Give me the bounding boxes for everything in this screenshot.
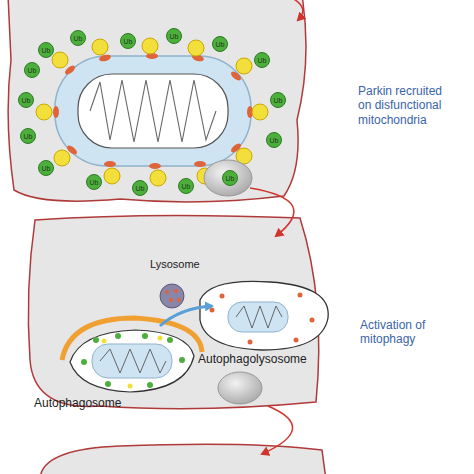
ubiquitin-tag: Ub	[70, 30, 86, 46]
step-label: Activation of mitophagy	[360, 318, 455, 347]
nucleus	[218, 372, 262, 404]
part-label: Autophagolysosome	[198, 352, 328, 366]
cell-outline	[8, 0, 306, 202]
part-label: Lysosome	[150, 258, 230, 271]
ubiquitin-tag: Ub	[178, 178, 194, 194]
ubiquitin-tag: Ub	[38, 160, 54, 176]
fusion-arrow	[160, 306, 212, 326]
ubiquitin-tag: Ub	[86, 174, 102, 190]
ubiquitin-tag: Ub	[38, 42, 54, 58]
ubiquitin-tag: Ub	[20, 128, 36, 144]
ubiquitin-tag: Ub	[222, 170, 238, 186]
mitochondrion-outer	[55, 56, 251, 166]
autophagolysosome	[200, 281, 328, 350]
ubiquitin-tag: Ub	[120, 33, 136, 49]
ubiquitin-tag: Ub	[166, 28, 182, 44]
autophagosome	[62, 318, 202, 392]
ubiquitin-tag: Ub	[24, 62, 40, 78]
flow-arrow	[292, 0, 303, 20]
ubiquitin-tag: Ub	[132, 180, 148, 196]
ubiquitin-tag: Ub	[254, 52, 270, 68]
nucleus	[204, 160, 252, 196]
flow-arrow	[250, 188, 294, 236]
cell-outline	[40, 444, 326, 474]
part-label: Autophagosome	[34, 396, 154, 410]
ubiquitin-tag: Ub	[270, 92, 286, 108]
cristae	[90, 80, 216, 142]
ubiquitin-tag: Ub	[18, 92, 34, 108]
ubiquitin-tag: Ub	[212, 36, 228, 52]
ubiquitin-tag: Ub	[266, 132, 282, 148]
flow-arrow	[262, 406, 293, 454]
step-label: Parkin recruited on disfunctional mitoch…	[358, 84, 458, 127]
lysosome	[160, 284, 184, 308]
mitochondrion-inner	[78, 74, 228, 148]
cell-outline	[28, 215, 318, 408]
